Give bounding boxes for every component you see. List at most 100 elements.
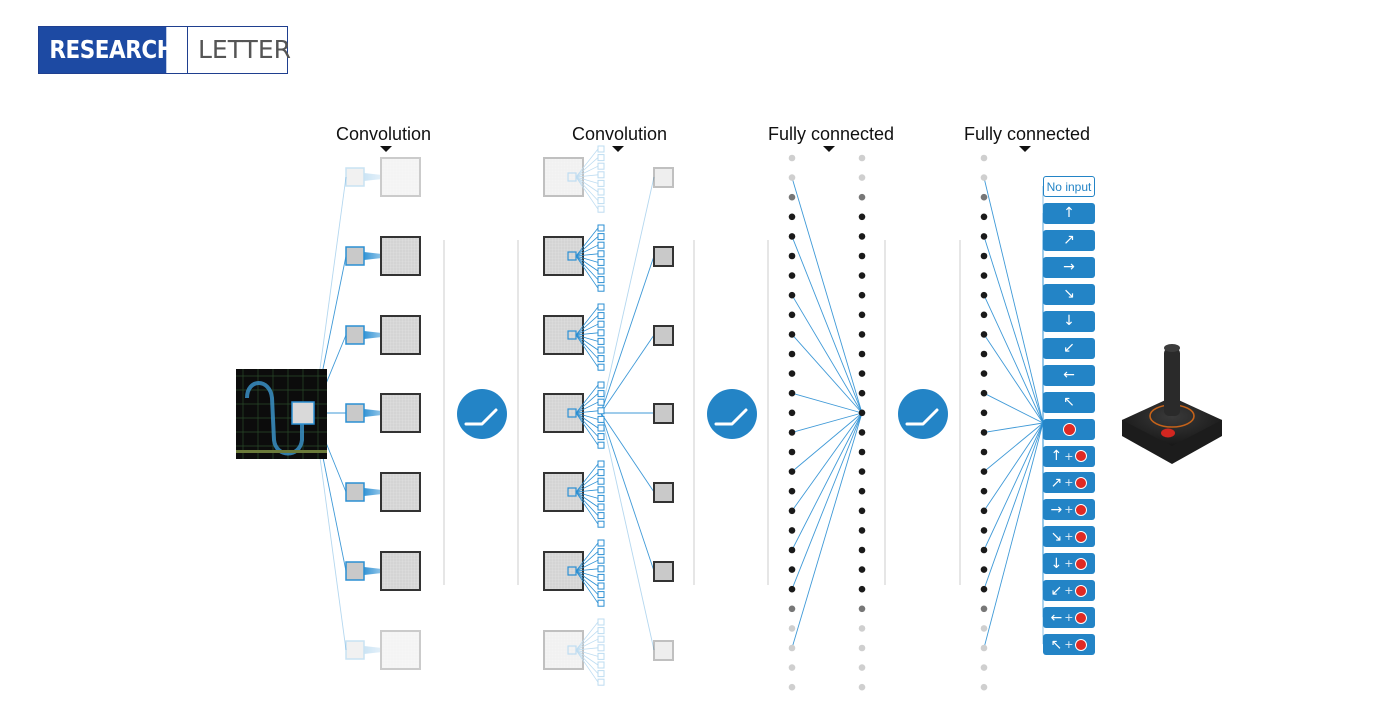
plus-sign: +: [1064, 449, 1074, 463]
game-track: [245, 381, 304, 456]
fc-neuron: [858, 311, 866, 319]
fc-neuron: [980, 350, 988, 358]
layer-label-fc2: Fully connected: [964, 124, 1091, 144]
conv2-fan-line: [575, 393, 599, 414]
fc-neuron: [858, 625, 866, 632]
conv2-fan-line: [575, 176, 599, 184]
conv2-channel-node: [597, 512, 605, 520]
connection-line: [600, 255, 655, 414]
connection-line: [983, 334, 1044, 424]
conv2-channel-node: [597, 355, 605, 363]
fc-neuron: [858, 233, 866, 240]
conv2-fan-line: [575, 410, 599, 414]
conv2-input-block: [543, 145, 674, 213]
conv2-fan-line: [575, 334, 599, 342]
fc-neuron: [858, 448, 866, 456]
layer-label-fc1: Fully connected: [768, 124, 895, 144]
fc-neuron: [980, 370, 988, 377]
fc-neuron: [788, 605, 796, 613]
joystick-stick: [1164, 348, 1180, 416]
layer-marker-arrow: [1019, 146, 1031, 152]
conv2-fan-line: [575, 551, 599, 572]
fc-neuron: [858, 154, 866, 162]
conv2-fan-line: [575, 463, 599, 493]
conv2-input-block: [543, 303, 674, 371]
fc-neuron: [858, 331, 866, 338]
conv2-fan-line: [575, 489, 599, 493]
conv2-input-map: [543, 472, 584, 512]
conv2-channel-node: [597, 312, 605, 320]
relu-circle: [457, 389, 507, 439]
fc-neuron: [980, 448, 988, 456]
fc-neuron: [980, 566, 988, 573]
arrow-icon: ↘: [1050, 528, 1063, 545]
conv2-channel-node: [597, 565, 605, 573]
fc-neuron: [980, 213, 988, 221]
conv2-channel-node: [597, 441, 605, 449]
fc-neuron: [980, 605, 988, 613]
conv2-channel-node: [597, 486, 605, 494]
fc-neuron: [858, 429, 866, 436]
conv2-output-map: [653, 403, 674, 424]
arrow-icon: ↗: [1050, 474, 1063, 491]
conv2-channel-node: [597, 433, 605, 441]
conv1-filter: [345, 236, 421, 276]
action-button: →: [1043, 256, 1095, 278]
conv1-feature-map: [380, 551, 421, 591]
conv2-channel-node: [597, 460, 605, 468]
conv2-kernel: [567, 645, 577, 655]
conv2-fan-line: [575, 253, 599, 257]
arrow-icon: ↖: [1063, 394, 1075, 411]
action-button: ←+: [1043, 607, 1095, 629]
conv2-output-map: [653, 246, 674, 267]
fc-neuron: [980, 487, 988, 495]
conv2-fan-line: [575, 647, 599, 651]
layer-marker-arrow: [823, 146, 835, 152]
layer-marker-arrow: [612, 146, 624, 152]
conv2-channel-node: [597, 520, 605, 528]
conv1-filter: [345, 472, 421, 512]
conv2-channel-node: [597, 415, 605, 423]
conv2-channel-node: [597, 494, 605, 502]
game-floor: [236, 450, 327, 453]
conv1-feature-map: [380, 315, 421, 355]
layer-label-conv1: Convolution: [336, 124, 432, 144]
conv1-kernel-box: [345, 167, 365, 187]
fc-neuron: [788, 370, 796, 377]
conv2-fan-line: [575, 255, 599, 280]
connection-line: [983, 422, 1044, 472]
conv2-kernel: [567, 172, 577, 182]
conv2-channel-node: [597, 197, 605, 205]
conv2-fan-line: [575, 491, 599, 516]
connection-line: [983, 422, 1044, 551]
conv2-fan-line: [575, 568, 599, 572]
plus-sign: +: [1064, 557, 1074, 571]
fc-neuron: [980, 252, 988, 260]
conv2-fan-line: [575, 255, 599, 263]
fc-neuron: [788, 409, 796, 417]
fc-neuron: [788, 429, 796, 436]
badge-research: RESEARCH: [39, 27, 175, 73]
conv2-output-map: [653, 640, 674, 661]
conv2-output-map: [653, 482, 674, 503]
conv2-input-block: [543, 618, 674, 686]
fc-neuron: [980, 468, 988, 475]
conv2-output-map: [653, 167, 674, 188]
action-no-input: No input: [1043, 176, 1095, 197]
fc-neuron: [858, 350, 866, 358]
connection-line: [791, 177, 863, 414]
conv1-feature-map: [380, 630, 421, 670]
arrow-icon: ↑: [1063, 205, 1075, 222]
conv2-input-block: [543, 539, 674, 607]
connection-line: [983, 295, 1044, 424]
fire-button-icon: [1075, 450, 1088, 462]
plus-sign: +: [1064, 584, 1074, 598]
conv2-fan-line: [575, 176, 599, 193]
conv2-channel-node: [597, 179, 605, 187]
conv2-channel-node: [597, 162, 605, 170]
fc-neuron: [980, 389, 988, 397]
conv2-fan-line: [575, 412, 599, 420]
fc-neuron: [788, 389, 796, 397]
connection-line: [600, 412, 655, 493]
